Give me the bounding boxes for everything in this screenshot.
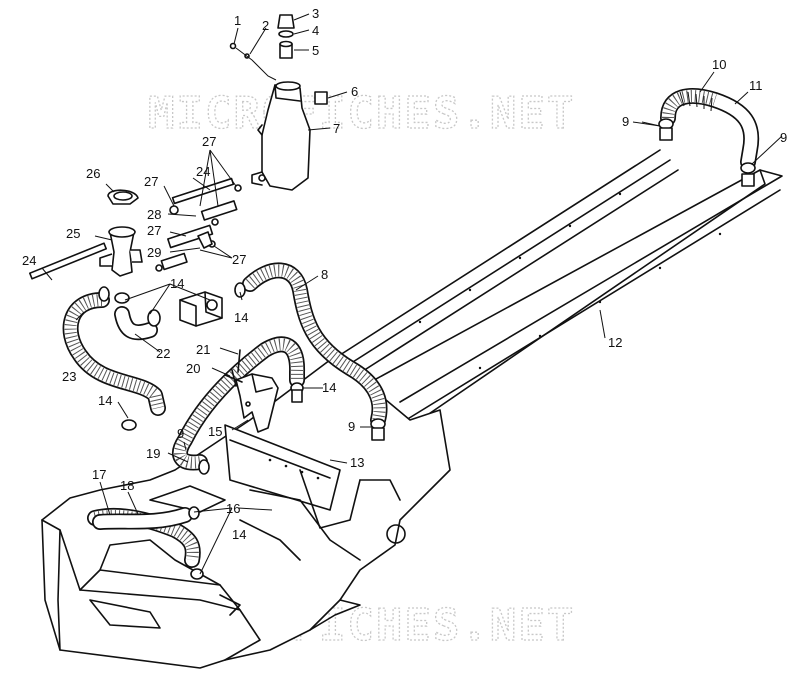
callout-14b: 14: [234, 310, 248, 325]
callout-1: 1: [234, 13, 241, 28]
callout-27c: 27: [147, 223, 161, 238]
callout-18: 18: [120, 478, 134, 493]
watermark-top: MICROFICHES.NET: [148, 88, 575, 139]
callout-24b: 24: [196, 164, 210, 179]
callout-17: 17: [92, 467, 106, 482]
callout-26: 26: [86, 166, 100, 181]
callout-9a: 9: [622, 114, 629, 129]
callout-24a: 24: [22, 253, 36, 268]
callout-9c: 9: [348, 419, 355, 434]
tunnel-chassis: [41, 149, 783, 669]
callout-6: 6: [351, 84, 358, 99]
callout-numbers: 1 2 3 4 5 6 7 8 9 9 9 9 10 11 12 13 14 1…: [22, 6, 787, 542]
callout-19: 19: [146, 446, 160, 461]
callout-10: 10: [712, 57, 726, 72]
bypass-fittings: [155, 174, 266, 272]
water-pump-fitting: [179, 291, 223, 327]
callout-14c: 14: [322, 380, 336, 395]
callout-22: 22: [156, 346, 170, 361]
callout-4: 4: [312, 23, 319, 38]
callout-9d: 9: [177, 426, 184, 441]
callout-14e: 14: [232, 527, 246, 542]
callout-5: 5: [312, 43, 319, 58]
callout-27a: 27: [202, 134, 216, 149]
coolant-bottle: [251, 81, 328, 191]
callout-25: 25: [66, 226, 80, 241]
callout-12: 12: [608, 335, 622, 350]
callout-leaders: [41, 13, 783, 575]
callout-16: 16: [226, 501, 240, 516]
callout-20: 20: [186, 361, 200, 376]
callout-14a: 14: [170, 276, 184, 291]
callout-27d: 27: [232, 252, 246, 267]
callout-27b: 27: [144, 174, 158, 189]
callout-11: 11: [749, 78, 763, 93]
callout-14d: 14: [98, 393, 112, 408]
hose-8: [242, 262, 388, 428]
hose-clamps: [98, 118, 756, 580]
bottle-cap-parts: [229, 14, 295, 81]
hose-18: [87, 507, 201, 568]
lever-20: [224, 369, 243, 387]
bleed-line-21: [237, 349, 241, 373]
callout-15: 15: [208, 424, 222, 439]
callout-13: 13: [350, 455, 364, 470]
callout-3: 3: [312, 6, 319, 21]
callout-28: 28: [147, 207, 161, 222]
callout-9b: 9: [780, 130, 787, 145]
thermostat-housing: [28, 189, 143, 280]
callout-7: 7: [333, 121, 340, 136]
hose-23: [62, 292, 166, 416]
bracket-15: [235, 373, 279, 433]
callout-2: 2: [262, 18, 269, 33]
hose-22: [114, 306, 158, 341]
callout-8: 8: [321, 267, 328, 282]
hose-10-11: [660, 88, 760, 170]
callout-21: 21: [196, 342, 210, 357]
hose-19: [172, 336, 306, 471]
callout-29: 29: [147, 245, 161, 260]
callout-23: 23: [62, 369, 76, 384]
